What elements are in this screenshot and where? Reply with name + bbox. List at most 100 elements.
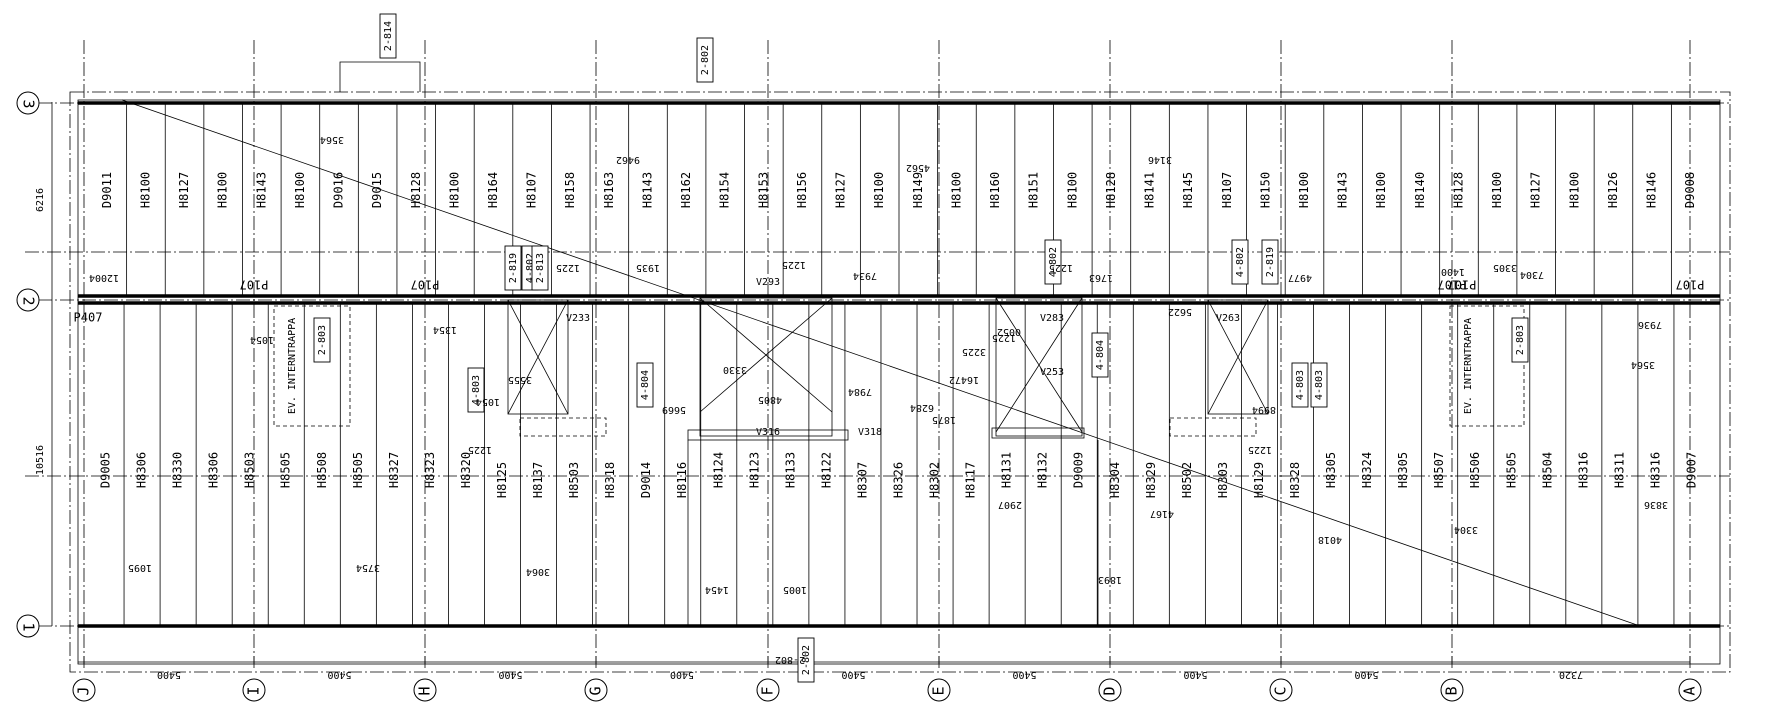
plank-label-upper: H8156 [795, 172, 809, 208]
section-ref-box [1261, 239, 1279, 285]
dimension-upper: 1225 [556, 262, 580, 273]
axis-label-2: 2 [20, 296, 38, 305]
span-dimension: 5400 [1354, 669, 1378, 680]
section-ref-box [636, 362, 654, 408]
beam-label: V263 [1216, 313, 1240, 324]
dimension-lower: 0052 [997, 326, 1021, 337]
plank-label-lower: H8307 [855, 462, 869, 498]
axis-bubble-J [72, 678, 96, 702]
plank-label-upper: H8164 [486, 172, 500, 208]
plank-label-lower: H8123 [747, 452, 761, 488]
dimension-upper: 1935 [636, 262, 660, 273]
plank-label-upper: H8100 [1567, 172, 1581, 208]
plank-label-lower: H8129 [1252, 462, 1266, 498]
dimension-lower: 1054 [476, 396, 500, 407]
plank-label-lower: H8507 [1432, 452, 1446, 488]
dimension-lower: 2907 [998, 499, 1022, 510]
span-dimension: 5400 [157, 669, 181, 680]
section-ref-label: 4-803 [1295, 370, 1306, 400]
callout-label: P107 [1448, 278, 1477, 292]
section-ref-box [467, 367, 485, 413]
section-ref-label: 2-802 [801, 645, 812, 675]
section-ref-box [313, 317, 331, 363]
span-dimension: 5400 [498, 669, 522, 680]
plank-label-lower: H8505 [351, 452, 365, 488]
plank-label-lower: H8122 [819, 452, 833, 488]
dimension-lower: 7936 [1638, 319, 1662, 330]
plank-label-upper: H8127 [177, 172, 191, 208]
span-dimension: 5400 [1012, 669, 1036, 680]
section-ref-box [1291, 362, 1309, 408]
plank-label-upper: D9011 [100, 172, 114, 208]
span-dimension: 5400 [670, 669, 694, 680]
axis-label-1: 1 [20, 622, 38, 631]
axis-bubble-C [1269, 678, 1293, 702]
dimension-lower: 4805 [758, 394, 782, 405]
plank-label-upper: H8128 [1451, 172, 1465, 208]
plank-label-lower: H8327 [387, 452, 401, 488]
section-ref-label: 4-804 [1095, 340, 1106, 370]
plank-label-lower: H8503 [567, 462, 581, 498]
section-ref-box [1310, 362, 1328, 408]
plank-label-upper: H8100 [1374, 172, 1388, 208]
axis-bubble-B [1440, 678, 1464, 702]
dimension-lower: 4018 [1318, 534, 1342, 545]
plank-label-lower: D9009 [1072, 452, 1086, 488]
dimension-lower: 3754 [356, 562, 380, 573]
dimension-upper: 9462 [616, 154, 640, 165]
dimension-lower: 8994 [1252, 404, 1276, 415]
plank-label-lower: H8124 [711, 452, 725, 488]
axis-bubble-A [1678, 678, 1702, 702]
dimension-lower: 3225 [962, 346, 986, 357]
plank-label-upper: H8126 [1606, 172, 1620, 208]
slab-outline [77, 99, 1721, 665]
axis-label-G: G [587, 686, 605, 695]
dimension-lower: 3836 [1644, 499, 1668, 510]
shaft-g-cross [507, 299, 569, 415]
plank-label-lower: H8117 [964, 462, 978, 498]
section-ref-box [797, 637, 815, 683]
plank-label-lower: H8132 [1036, 452, 1050, 488]
plank-label-upper: H8100 [293, 172, 307, 208]
beam-label: V318 [858, 427, 882, 438]
beam-label: V283 [1040, 313, 1064, 324]
span-dimension: 5400 [841, 669, 865, 680]
dimension-lower: 3564 [1631, 359, 1655, 370]
dimension-upper: 1225 [782, 259, 806, 270]
callout-label: P107 [240, 278, 269, 292]
beam-label: V233 [566, 313, 590, 324]
span-dimension: 5400 [1183, 669, 1207, 680]
plank-label-upper: H8160 [988, 172, 1002, 208]
plank-label-lower: H8502 [1180, 462, 1194, 498]
boundary-line [69, 91, 1731, 673]
section-ref-label: 4-802 [1048, 247, 1059, 277]
dimension-upper: 7304 [1520, 269, 1544, 280]
dimension-upper: 1763 [1089, 272, 1113, 283]
axis-label-B: B [1443, 686, 1461, 695]
opening-dashed [519, 417, 607, 437]
axis-bubble-2 [16, 288, 40, 312]
shaft-f [699, 297, 833, 437]
plank-label-upper: H8158 [563, 172, 577, 208]
axis-bubble-I [242, 678, 266, 702]
section-ref-label: 2-819 [1265, 247, 1276, 277]
plank-label-upper: D9008 [1683, 172, 1697, 208]
plank-label-upper: H8127 [834, 172, 848, 208]
plank-label-lower: D9014 [639, 462, 653, 498]
section-ref-box [531, 245, 549, 291]
axis-bubble-3 [16, 91, 40, 115]
axis-bubble-1 [16, 614, 40, 638]
plank-label-lower: H8505 [1504, 452, 1518, 488]
plank-label-upper: H8153 [756, 172, 770, 208]
plank-label-lower: H8133 [783, 452, 797, 488]
callout-label: P407 [74, 311, 103, 325]
axis-label-I: I [245, 686, 263, 695]
section-ref-label: 2-803 [317, 325, 328, 355]
plank-label-upper: H8146 [1645, 172, 1659, 208]
plank-label-lower: H8125 [495, 462, 509, 498]
shaft-d [995, 297, 1083, 437]
beam-label: V316 [756, 427, 780, 438]
plank-label-upper: H8100 [447, 172, 461, 208]
span-dimension: 7320 [1559, 669, 1583, 680]
